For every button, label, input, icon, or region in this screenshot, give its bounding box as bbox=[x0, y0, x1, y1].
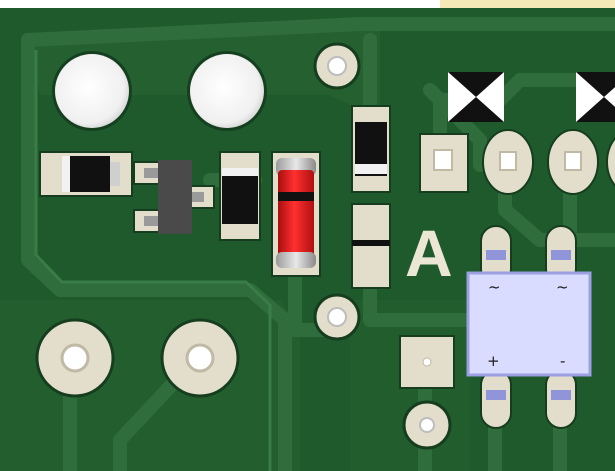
smd-diode-middle bbox=[219, 151, 261, 241]
board-outline-silk bbox=[34, 50, 272, 471]
bridge-rectifier-pads bbox=[480, 225, 577, 429]
bridge-ac2-label: ~ bbox=[556, 278, 569, 296]
header-pad-oval bbox=[482, 129, 534, 195]
smd-component-lower bbox=[351, 203, 391, 289]
mounting-hole bbox=[55, 54, 129, 128]
header-pad-oval bbox=[547, 129, 599, 195]
sot23-transistor bbox=[133, 160, 215, 234]
fiducial-marker bbox=[576, 72, 615, 122]
fiducial-marker bbox=[448, 72, 504, 122]
bridge-rectifier-body bbox=[466, 271, 592, 377]
bridge-plus-label: + bbox=[487, 352, 500, 370]
bridge-ac1-label: ~ bbox=[488, 278, 501, 296]
silkscreen-label: A bbox=[405, 216, 453, 290]
smd-diode-vertical bbox=[351, 105, 391, 193]
bridge-minus-label: - bbox=[560, 352, 565, 370]
smd-diode-left bbox=[39, 151, 133, 197]
mounting-hole bbox=[190, 54, 264, 128]
melf-resistor-red bbox=[271, 151, 321, 277]
header-pad-oval bbox=[606, 137, 615, 187]
